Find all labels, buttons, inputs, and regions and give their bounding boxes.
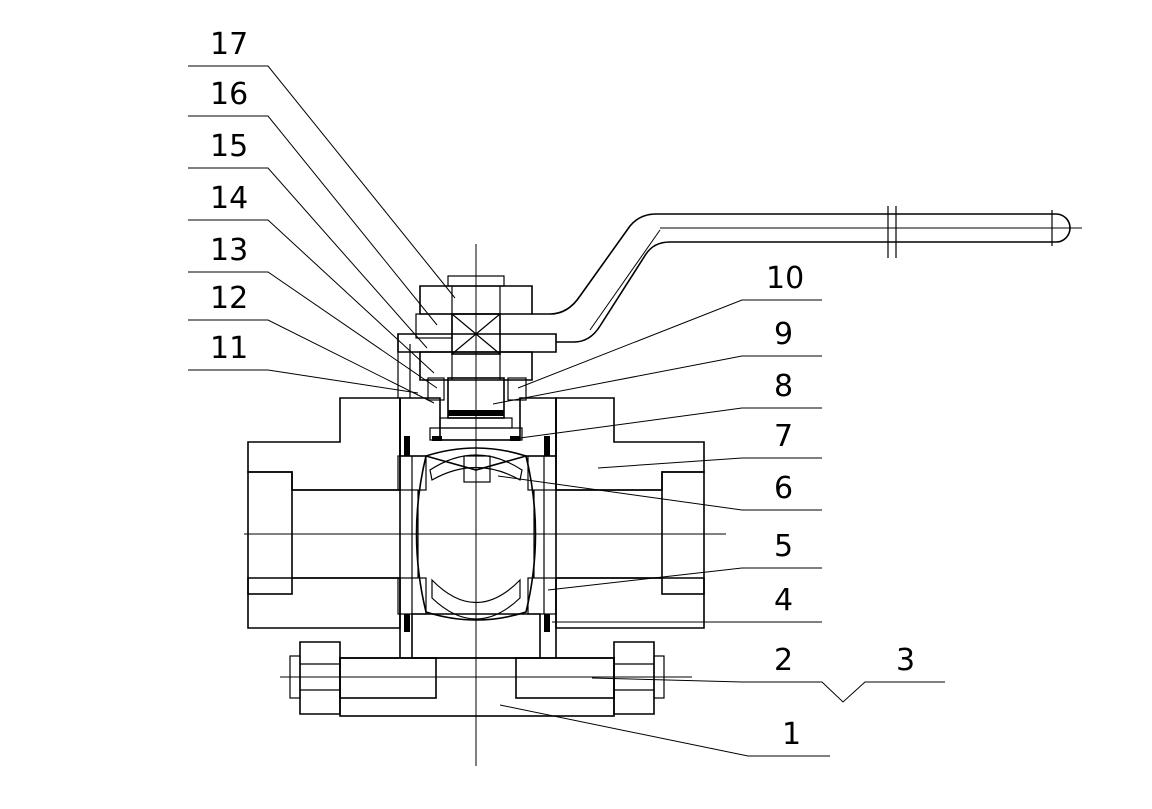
callout-10: 10 (766, 261, 804, 296)
callout-8: 8 (774, 369, 793, 404)
callout-12: 12 (210, 281, 248, 316)
callout-9: 9 (774, 317, 793, 352)
bolt-assembly (289, 641, 665, 717)
left-leader-lines (188, 65, 456, 404)
callout-17: 17 (210, 27, 248, 62)
callout-4: 4 (774, 583, 793, 618)
ball (415, 447, 537, 621)
right-leader-lines (492, 299, 945, 757)
handle-lever (532, 206, 1082, 343)
callout-1: 1 (782, 717, 801, 752)
stem-assembly (397, 275, 557, 441)
center-lines (244, 244, 726, 766)
callout-2: 2 (774, 643, 793, 678)
callout-11: 11 (210, 331, 248, 366)
callout-5: 5 (774, 529, 793, 564)
callout-6: 6 (774, 471, 793, 506)
callout-7: 7 (774, 419, 793, 454)
callout-16: 16 (210, 77, 248, 112)
callout-14: 14 (210, 181, 248, 216)
callout-numbers: 17 16 15 14 13 12 11 10 9 8 7 6 5 4 2 3 … (210, 27, 915, 752)
callout-13: 13 (210, 233, 248, 268)
callout-3: 3 (896, 643, 915, 678)
seats (397, 436, 557, 632)
callout-15: 15 (210, 129, 248, 164)
